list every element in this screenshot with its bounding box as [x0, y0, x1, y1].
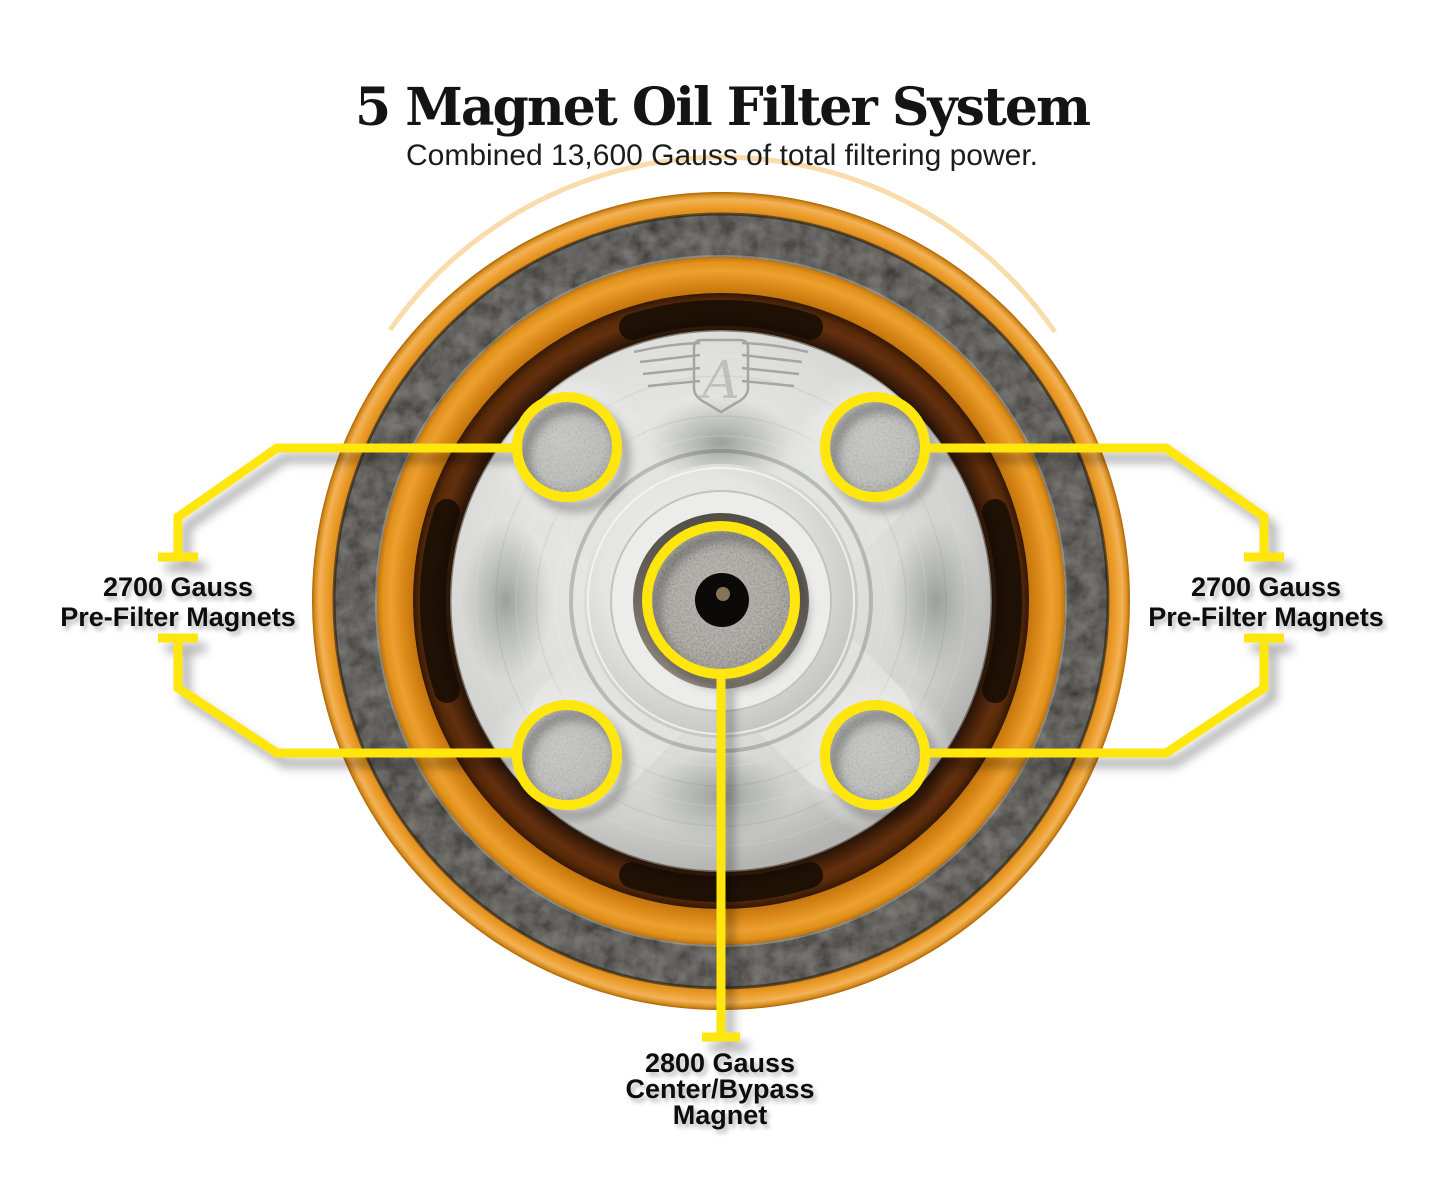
callout-left-line2: Pre-Filter Magnets: [60, 602, 296, 632]
valley-left: [460, 519, 552, 683]
callout-bottom-line1: 2800 Gauss: [644, 1048, 796, 1078]
callout-label-bottom: 2800 Gauss Center/Bypass Magnet: [625, 1048, 815, 1130]
callout-overlay: [158, 392, 1284, 1042]
valley-right: [890, 519, 982, 683]
callout-line-left-upper: [173, 443, 517, 556]
callout-left-line1: 2700 Gauss: [102, 572, 254, 602]
page-title: 5 Magnet Oil Filter System: [354, 77, 1091, 138]
oil-filter-photo: A: [312, 154, 1130, 1010]
callout-line-right-lower: [925, 640, 1269, 758]
callout-bottom-line2: Center/Bypass: [625, 1074, 815, 1104]
valley-top: [647, 398, 795, 486]
callout-right-line1: 2700 Gauss: [1190, 572, 1342, 602]
callout-bottom-line3: Magnet: [672, 1100, 768, 1130]
magnet-upper-left: [521, 401, 613, 493]
callout-label-right: 2700 Gauss Pre-Filter Magnets: [1148, 572, 1384, 632]
magnet-upper-right: [829, 401, 921, 493]
callout-label-left: 2700 Gauss Pre-Filter Magnets: [60, 572, 296, 632]
magnet-lower-right: [829, 709, 921, 801]
callout-line-left-lower: [173, 640, 517, 758]
rim-highlight: [387, 154, 1058, 334]
center-hole-glint: [716, 587, 730, 601]
callout-line-right-upper: [925, 443, 1269, 556]
callout-right-line2: Pre-Filter Magnets: [1148, 602, 1384, 632]
winged-a-emblem-icon: A: [633, 338, 809, 414]
page-subtitle: Combined 13,600 Gauss of total filtering…: [405, 139, 1039, 172]
center-magnet-highlight: [642, 521, 800, 679]
magnet-lower-left: [521, 709, 613, 801]
logo-letter: A: [698, 351, 740, 411]
